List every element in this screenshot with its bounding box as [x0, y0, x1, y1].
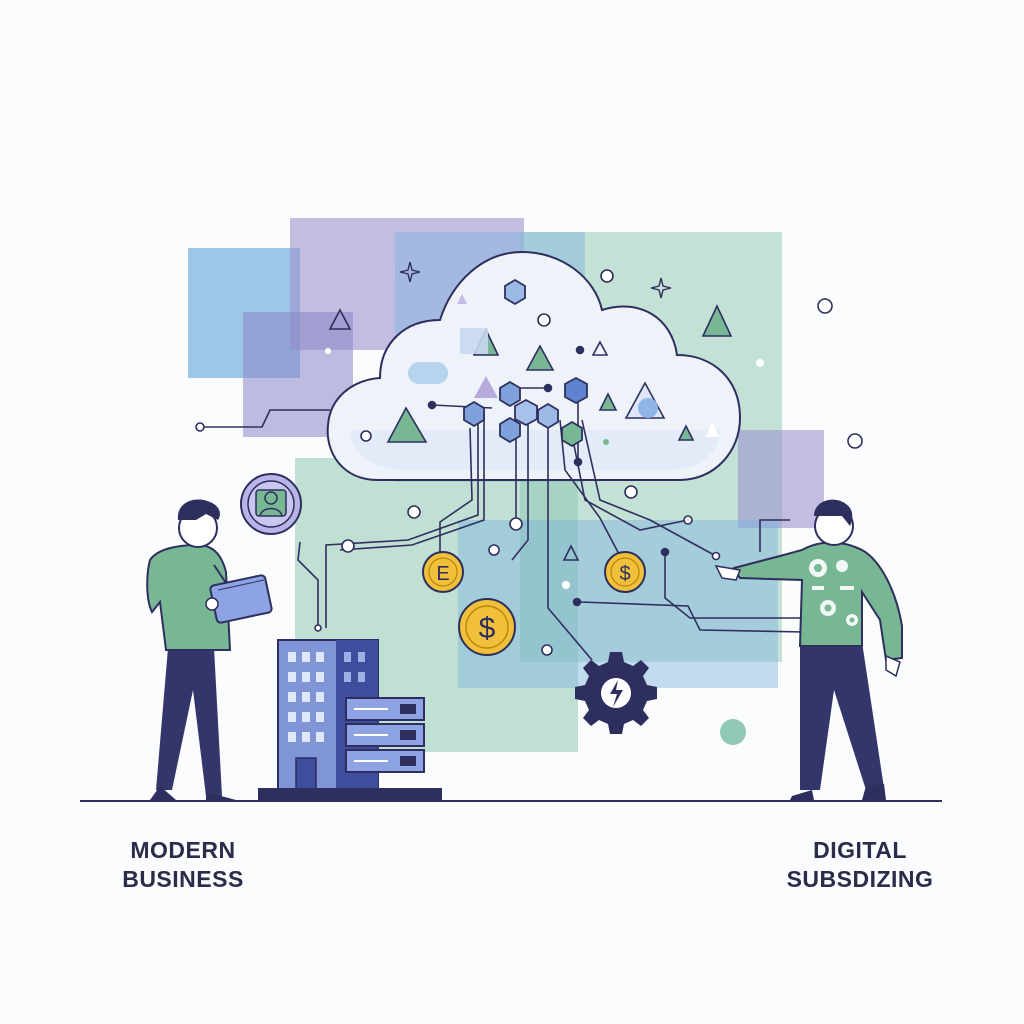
tile-shape: [460, 328, 488, 354]
coin-symbol: E: [436, 563, 449, 585]
pill-shape: [408, 362, 448, 384]
hexagon: [463, 400, 485, 428]
person-with-tablet: [146, 499, 273, 800]
dot-nodes: [195, 269, 863, 656]
person-gesturing: [714, 499, 903, 800]
server-rack-icon: [345, 697, 425, 773]
hexagon: [499, 416, 521, 444]
euro-coin-icon: E: [422, 551, 464, 593]
hexagon: [499, 380, 521, 408]
caption-modern-business: MODERN BUSINESS: [100, 836, 266, 894]
caption-left-line1: MODERN: [130, 837, 236, 863]
teal-dot: [720, 719, 746, 745]
caption-left-line2: BUSINESS: [122, 866, 244, 892]
coin-symbol: $: [619, 563, 630, 585]
tablet-icon: [217, 579, 265, 591]
sparkle-icons: [399, 261, 672, 299]
hexagon: [504, 278, 526, 306]
panel-purple-right: [738, 430, 824, 528]
gear-icon: [575, 652, 657, 734]
hexagon: [537, 402, 559, 430]
caption-digital-subsdizing: DIGITAL SUBSDIZING: [770, 836, 950, 894]
circuit-lines: [200, 387, 825, 661]
dollar-coin-large-icon: $: [458, 598, 516, 656]
hexagon: [561, 420, 583, 448]
hexagon-network: [463, 278, 588, 448]
hexagon: [514, 398, 538, 427]
hexagon: [564, 376, 588, 405]
caption-right-line2: SUBSDIZING: [786, 866, 934, 892]
person-avatar-icon: [240, 473, 302, 535]
coin-symbol: $: [479, 612, 496, 645]
dollar-coin-icon: $: [604, 551, 646, 593]
caption-right-line1: DIGITAL: [813, 837, 907, 863]
